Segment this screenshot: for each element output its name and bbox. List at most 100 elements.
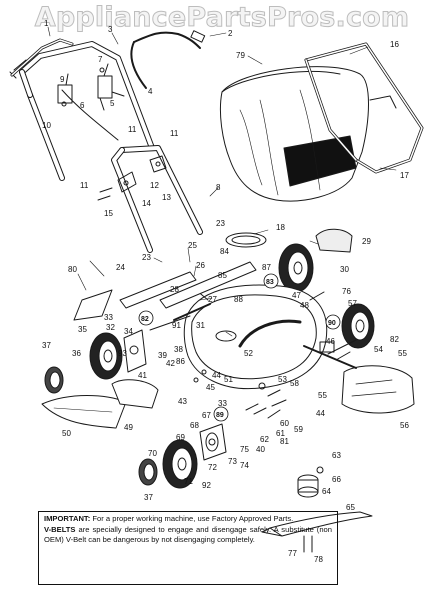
callout-85: 84 bbox=[220, 247, 229, 256]
callout-29: 29 bbox=[362, 237, 371, 246]
callout-76: 76 bbox=[342, 287, 351, 296]
callout-81: 81 bbox=[280, 437, 289, 446]
callout-30: 30 bbox=[340, 265, 349, 274]
upper-handle bbox=[9, 41, 155, 181]
vbelts-text: are specially designed to engage and dis… bbox=[44, 524, 332, 545]
callout-25: 25 bbox=[188, 241, 197, 250]
callout-7: 7 bbox=[98, 55, 103, 64]
callout-34: 34 bbox=[124, 327, 133, 336]
callout-55a: 55 bbox=[398, 349, 407, 358]
important-note: IMPORTANT: For a proper working machine,… bbox=[38, 511, 338, 585]
callout-56: 56 bbox=[400, 421, 409, 430]
front-wheel-upper bbox=[89, 332, 123, 380]
front-rails bbox=[73, 261, 257, 331]
callout-48: 48 bbox=[300, 301, 309, 310]
callout-94: 93 bbox=[118, 349, 127, 358]
callout-59: 59 bbox=[294, 425, 303, 434]
callout-23a: 23 bbox=[216, 219, 225, 228]
callout-84: 83 bbox=[266, 279, 274, 286]
callout-52: 52 bbox=[244, 349, 253, 358]
important-text: For a proper working machine, use Factor… bbox=[92, 514, 294, 523]
callout-11b: 11 bbox=[80, 181, 89, 190]
important-label: IMPORTANT: bbox=[44, 514, 91, 523]
callout-14: 14 bbox=[142, 199, 151, 208]
callout-72: 72 bbox=[208, 463, 217, 472]
callout-73: 73 bbox=[228, 457, 237, 466]
callout-39: 39 bbox=[158, 351, 167, 360]
callout-65: 65 bbox=[346, 503, 355, 512]
callout-13: 13 bbox=[162, 193, 171, 202]
hubcap-lower bbox=[138, 458, 158, 486]
site-watermark: AppliancePartsPros.com bbox=[34, 2, 410, 34]
callout-31: 31 bbox=[196, 321, 205, 330]
callout-89: 88 bbox=[234, 295, 243, 304]
callout-6: 6 bbox=[80, 101, 85, 110]
callout-60: 60 bbox=[280, 419, 289, 428]
callout-58: 58 bbox=[290, 379, 299, 388]
callout-88: 87 bbox=[262, 263, 271, 272]
callout-49: 49 bbox=[124, 423, 133, 432]
callout-44b: 44 bbox=[316, 409, 325, 418]
fastener-set bbox=[193, 369, 287, 419]
callout-37b: 37 bbox=[144, 493, 153, 502]
callout-53: 53 bbox=[278, 375, 287, 384]
callout-33a: 33 bbox=[104, 313, 113, 322]
callout-2: 2 bbox=[228, 29, 233, 38]
callout-70: 70 bbox=[148, 449, 157, 458]
callout-11a: 11 bbox=[170, 129, 179, 138]
callout-24: 24 bbox=[116, 263, 125, 272]
callout-75: 75 bbox=[240, 445, 249, 454]
callout-37a: 37 bbox=[42, 341, 51, 350]
rear-skirt bbox=[341, 365, 415, 414]
callout-9: 9 bbox=[60, 75, 65, 84]
callout-57: 57 bbox=[348, 299, 357, 308]
circled-callout-labels: 83 82 89 90 bbox=[141, 279, 336, 419]
rear-wheel-left bbox=[278, 243, 314, 293]
lower-handle bbox=[111, 145, 203, 253]
callout-80: 80 bbox=[68, 265, 77, 274]
callout-83: 82 bbox=[141, 316, 149, 323]
callout-67: 67 bbox=[202, 411, 211, 420]
callout-15: 15 bbox=[104, 209, 113, 218]
front-wheel-lower bbox=[162, 439, 198, 489]
callout-86: 85 bbox=[218, 271, 227, 280]
callout-3: 3 bbox=[108, 25, 113, 34]
callout-91: 90 bbox=[328, 320, 336, 327]
callout-36: 36 bbox=[72, 349, 81, 358]
control-cable bbox=[61, 30, 206, 141]
mower-blade bbox=[261, 466, 373, 553]
height-adjusters bbox=[123, 329, 227, 461]
callout-78: 78 bbox=[314, 555, 323, 564]
pivot-brackets bbox=[97, 155, 167, 201]
callout-leaders bbox=[47, 26, 397, 337]
callout-35: 35 bbox=[78, 325, 87, 334]
callout-23b: 23 bbox=[142, 253, 151, 262]
callout-51: 51 bbox=[224, 375, 233, 384]
callout-17: 17 bbox=[400, 171, 409, 180]
callout-labels: 1 2 3 4 5 6 7 8 9 10 11 11 11 12 13 14 1… bbox=[42, 19, 409, 564]
callout-12: 12 bbox=[150, 181, 159, 190]
callout-62: 62 bbox=[260, 435, 269, 444]
mower-deck bbox=[183, 284, 328, 390]
handle-brackets bbox=[57, 63, 125, 111]
callout-71: 71 bbox=[184, 477, 193, 486]
callout-46: 46 bbox=[326, 337, 335, 346]
callout-16: 16 bbox=[390, 40, 399, 49]
hubcap-upper bbox=[44, 366, 64, 394]
callout-45: 45 bbox=[206, 383, 215, 392]
callout-5: 5 bbox=[110, 99, 115, 108]
callout-64: 64 bbox=[322, 487, 331, 496]
callout-8: 8 bbox=[216, 183, 221, 192]
grass-bag bbox=[219, 66, 369, 202]
callout-43: 43 bbox=[178, 397, 187, 406]
callout-92: 91 bbox=[172, 321, 181, 330]
callout-47: 47 bbox=[292, 291, 301, 300]
callout-1: 1 bbox=[44, 19, 49, 28]
callout-61: 61 bbox=[276, 429, 285, 438]
callout-66: 66 bbox=[332, 475, 341, 484]
circled-callouts bbox=[138, 273, 341, 422]
callout-54: 54 bbox=[374, 345, 383, 354]
callout-38: 38 bbox=[174, 345, 183, 354]
control-bail bbox=[10, 38, 74, 77]
